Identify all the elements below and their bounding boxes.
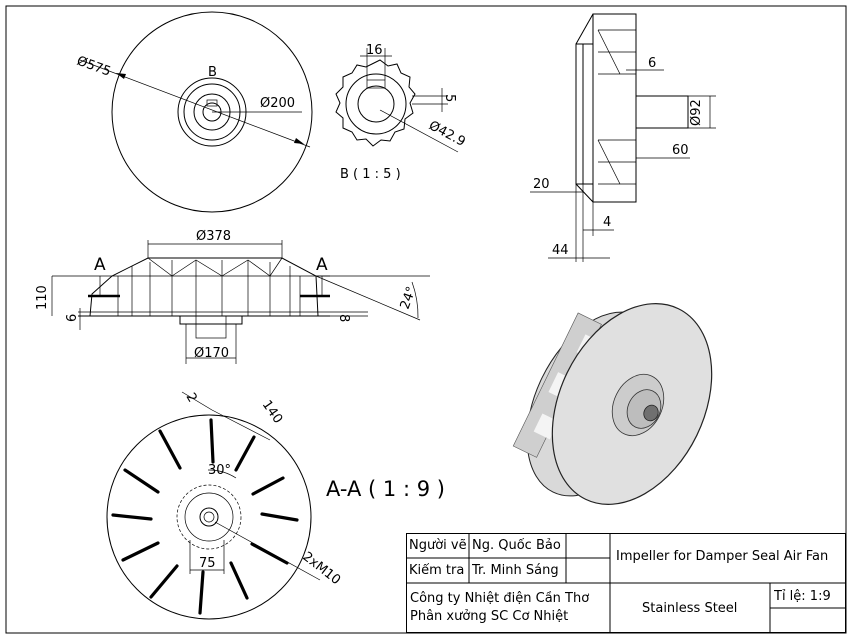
detail-b-width: 16 — [366, 43, 383, 58]
elevation-view: Ø170 Ø378 A A 110 6 8 24° — [35, 229, 430, 364]
section-dim-2: 2 — [183, 391, 200, 406]
front-view: Ø575 Ø200 B — [75, 11, 313, 213]
material: Stainless Steel — [642, 601, 738, 616]
side-dim-4: 4 — [603, 215, 611, 230]
elevation-section-mark-right: A — [316, 255, 328, 275]
section-thread: 2xM10 — [300, 549, 344, 588]
title-block: Người vẽ Ng. Quốc Bảo Kiểm tra Tr. Minh … — [406, 533, 846, 633]
side-dim-20: 20 — [533, 177, 550, 192]
checked-by-label: Kiểm tra — [409, 563, 465, 578]
section-dim-140: 140 — [259, 398, 286, 427]
isometric-view — [512, 303, 713, 505]
scale: Tỉ lệ: 1:9 — [774, 589, 831, 604]
front-detail-ref: B — [208, 65, 217, 80]
section-label: A-A ( 1 : 9 ) — [326, 477, 445, 501]
detail-b-key: 5 — [442, 94, 457, 102]
side-dim-6: 6 — [648, 56, 656, 71]
side-dim-60: 60 — [672, 143, 689, 158]
title-block-grid — [406, 533, 846, 633]
side-view: 6 Ø92 60 20 4 44 — [530, 13, 716, 262]
detail-b-label: B ( 1 : 5 ) — [340, 167, 401, 182]
drawn-by-name: Ng. Quốc Bảo — [472, 538, 561, 553]
sheet-border — [5, 5, 847, 634]
drawn-by-label: Người vẽ — [409, 538, 467, 553]
elevation-section-mark-left: A — [94, 255, 106, 275]
elevation-dim-6: 6 — [65, 314, 80, 322]
detail-b-view: 16 5 Ø42.9 B ( 1 : 5 ) — [335, 43, 468, 182]
section-dim-75: 75 — [199, 556, 216, 571]
side-dim-92: Ø92 — [689, 99, 704, 126]
section-angle: 30° — [208, 463, 231, 478]
detail-b-dia: Ø42.9 — [426, 118, 468, 150]
elevation-dim-height: 110 — [35, 285, 50, 310]
elevation-dim-8: 8 — [336, 314, 351, 322]
company-line1: Công ty Nhiệt điện Cần Thơ — [410, 591, 590, 606]
section-aa-view: 2 140 30° 75 2xM10 A-A ( 1 : 9 ) — [106, 391, 445, 620]
elevation-angle: 24° — [398, 285, 420, 312]
front-dia-hub: Ø200 — [260, 96, 295, 111]
elevation-dia-bottom: Ø170 — [194, 346, 229, 361]
checked-by-name: Tr. Minh Sáng — [472, 563, 559, 578]
drawing-title: Impeller for Damper Seal Air Fan — [616, 549, 829, 564]
side-dim-44: 44 — [552, 243, 569, 258]
company-line2: Phân xưởng SC Cơ Nhiệt — [410, 609, 569, 624]
front-dia-outer: Ø575 — [75, 54, 113, 80]
elevation-dia-top: Ø378 — [196, 229, 231, 244]
